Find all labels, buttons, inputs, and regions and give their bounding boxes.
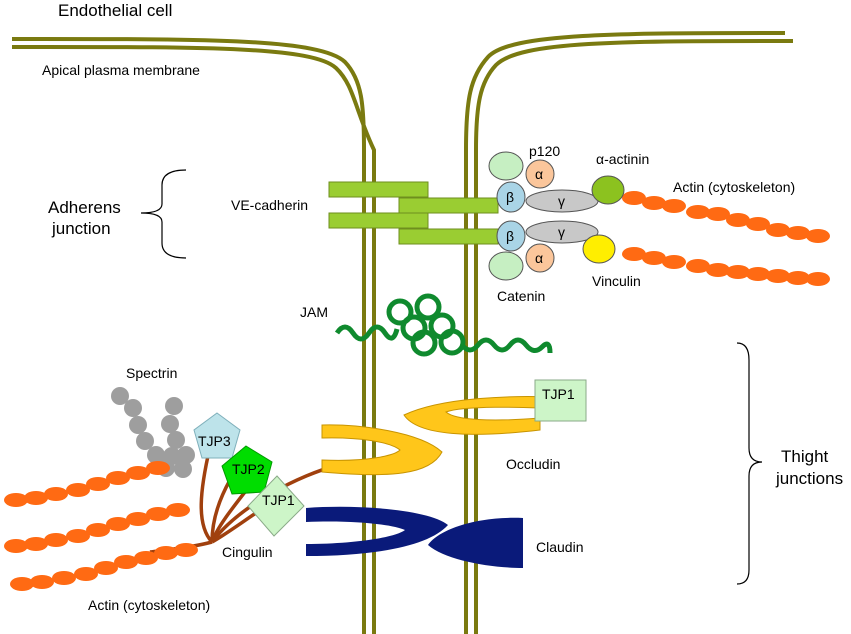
- actin-bottom: [4, 461, 198, 591]
- adherens-label-line2: junction: [51, 219, 111, 238]
- occludin-protein: [321, 396, 573, 476]
- alpha-glyph: α: [535, 250, 543, 266]
- cingulin-label: Cingulin: [222, 544, 273, 560]
- alpha-catenin: [525, 243, 555, 273]
- spectrin-label: Spectrin: [126, 365, 177, 381]
- tight-label-line1: Thight: [781, 447, 829, 466]
- gamma-glyph: γ: [558, 224, 565, 240]
- tight-junction-brace: [736, 342, 763, 585]
- membrane-right-outer: [464, 31, 786, 634]
- jam-strand-left: [334, 324, 400, 342]
- occludin-right-half: [403, 396, 573, 435]
- membrane-right-inner: [474, 39, 794, 634]
- ve-cadherin: [328, 181, 499, 245]
- actin-top: [622, 191, 830, 286]
- p120-protein: [488, 251, 524, 281]
- catenin-complex-lower: [488, 220, 616, 281]
- tjp3-protein: [193, 412, 241, 459]
- apical-membrane-label: Apical plasma membrane: [42, 62, 200, 78]
- tight-label-line2: junctions: [775, 469, 843, 488]
- catenin-complex-upper: [488, 151, 625, 213]
- diagram-title: Endothelial cell: [58, 1, 172, 20]
- tjp2-label: TJP2: [232, 461, 265, 477]
- actin-bottom-label: Actin (cytoskeleton): [88, 597, 210, 613]
- tjp3-label: TJP3: [198, 433, 231, 449]
- tjp2-protein: [221, 445, 273, 495]
- p120-protein: [488, 151, 524, 181]
- tjp1-label-right: TJP1: [542, 386, 575, 402]
- ve-cadherin-label: VE-cadherin: [231, 197, 308, 213]
- alpha-actinin-label: α-actinin: [596, 151, 649, 167]
- membrane-left-inner: [11, 44, 376, 634]
- actin-top-label: Actin (cytoskeleton): [673, 179, 795, 195]
- ve-cadherin-block: [328, 181, 429, 198]
- claudin-right-half: [428, 517, 523, 568]
- beta-glyph: β: [506, 228, 514, 244]
- tjp1-protein-left: [247, 475, 305, 537]
- vinculin-protein: [582, 234, 616, 264]
- claudin-left-half: [306, 506, 448, 556]
- membrane-left-outer: [11, 36, 366, 634]
- gamma-catenin: [525, 220, 599, 244]
- claudin-protein: [306, 506, 523, 568]
- tjp1-label-left: TJP1: [262, 492, 295, 508]
- occludin-label: Occludin: [506, 456, 560, 472]
- occludin-left-half: [321, 424, 443, 476]
- plasma-membrane: [11, 31, 794, 634]
- jam-label: JAM: [300, 304, 328, 320]
- alpha-glyph: α: [535, 166, 543, 182]
- beta-catenin: [496, 181, 526, 213]
- p120-label: p120: [529, 143, 560, 159]
- alpha-catenin: [525, 159, 555, 189]
- ve-cadherin-block: [328, 212, 429, 229]
- beta-catenin: [496, 220, 526, 252]
- jam-strand-right: [460, 337, 553, 354]
- gamma-glyph: γ: [558, 193, 565, 209]
- adherens-brace: [140, 169, 187, 259]
- tjp1-protein-right: [534, 379, 587, 422]
- ve-cadherin-block: [398, 197, 499, 214]
- catenin-label: Catenin: [497, 288, 545, 304]
- vinculin-label: Vinculin: [592, 273, 641, 289]
- claudin-label: Claudin: [536, 539, 583, 555]
- ve-cadherin-block: [398, 228, 499, 245]
- adherens-label-line1: Adherens: [48, 198, 121, 217]
- jam-protein: [334, 293, 553, 357]
- beta-glyph: β: [506, 189, 514, 205]
- alpha-actinin-protein: [591, 175, 625, 205]
